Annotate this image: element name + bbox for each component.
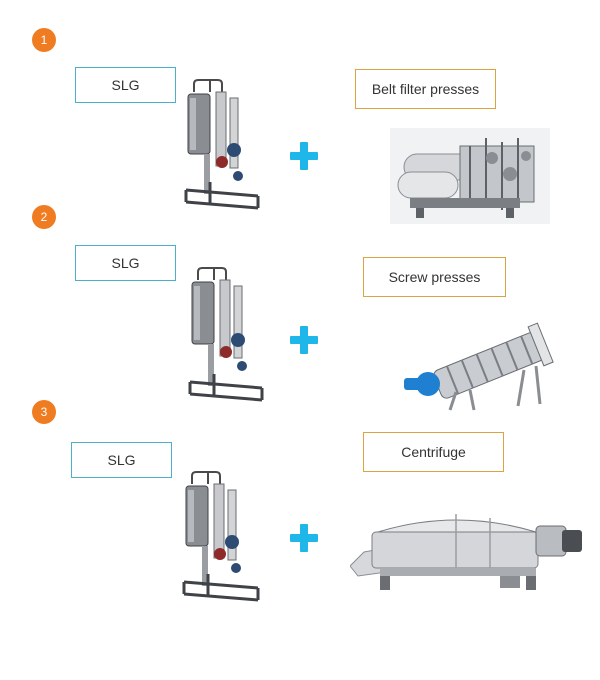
screw-press-image bbox=[404, 322, 554, 411]
slg-unit-image bbox=[182, 471, 260, 602]
slg-unit-image bbox=[188, 267, 264, 402]
screw-press-label: Screw presses bbox=[363, 257, 506, 297]
step-number-badge: 2 bbox=[32, 205, 56, 229]
centrifuge-image bbox=[350, 514, 582, 590]
belt-filter-press-label: Belt filter presses bbox=[355, 69, 496, 109]
step-number-badge: 1 bbox=[32, 28, 56, 52]
slg-unit-image bbox=[184, 79, 260, 210]
plus-icon bbox=[290, 524, 318, 552]
step-number-badge: 3 bbox=[32, 400, 56, 424]
centrifuge-label: Centrifuge bbox=[363, 432, 504, 472]
belt-filter-press-image bbox=[390, 128, 550, 224]
slg-label: SLG bbox=[75, 67, 176, 103]
plus-icon bbox=[290, 326, 318, 354]
slg-label: SLG bbox=[75, 245, 176, 281]
plus-icon bbox=[290, 142, 318, 170]
slg-label: SLG bbox=[71, 442, 172, 478]
